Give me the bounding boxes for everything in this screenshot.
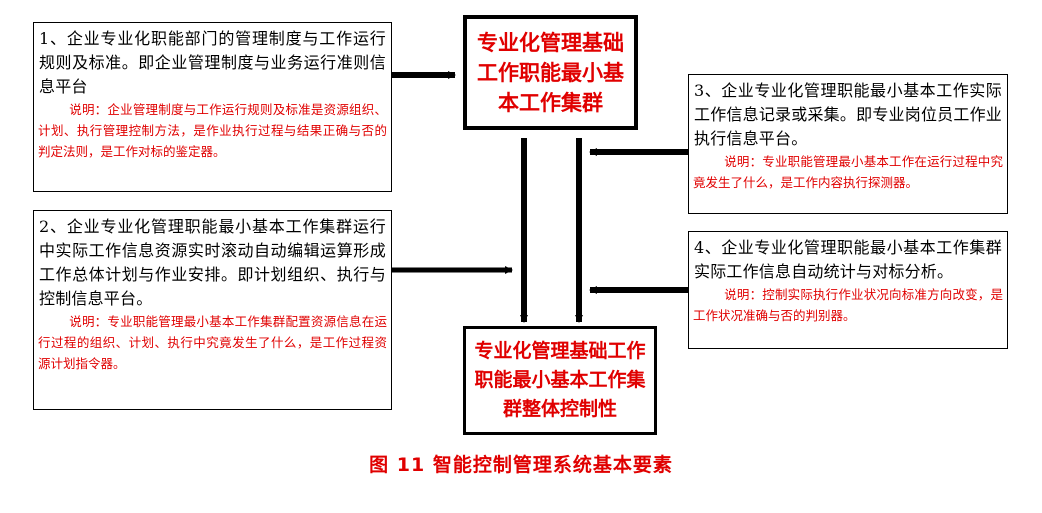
box4-analysis-platform: 4、企业专业化管理职能最小基本工作集群实际工作信息自动统计与对标分析。 说明：控… — [688, 231, 1008, 349]
box3-record-platform: 3、企业专业化管理职能最小基本工作实际工作信息记录或采集。即专业岗位员工作业执行… — [688, 74, 1008, 214]
box2-note: 说明：专业职能管理最小基本工作集群配置资源信息在运行过程的组织、计划、执行中究竟… — [38, 314, 387, 371]
top-box-text: 专业化管理基础工作职能最小基本工作集群 — [477, 30, 624, 115]
box3-note: 说明：专业职能管理最小基本工作在运行过程中究竟发生了什么，是工作内容执行探测器。 — [693, 154, 1003, 190]
box1-rules-platform: 1、企业专业化职能部门的管理制度与工作运行规则及标准。即企业管理制度与业务运行准… — [33, 22, 392, 192]
box1-text: 1、企业专业化职能部门的管理制度与工作运行规则及标准。即企业管理制度与业务运行准… — [39, 29, 386, 96]
bottom-box-control: 专业化管理基础工作职能最小基本工作集群整体控制性 — [463, 326, 657, 435]
box1-note: 说明：企业管理制度与工作运行规则及标准是资源组织、计划、执行管理控制方法，是作业… — [38, 102, 387, 159]
box4-note: 说明：控制实际执行作业状况向标准方向改变，是工作状况准确与否的判别器。 — [693, 287, 1003, 323]
box2-plan-platform: 2、企业专业化管理职能最小基本工作集群运行中实际工作信息资源实时滚动自动编辑运算… — [33, 210, 392, 410]
top-box-cluster: 专业化管理基础工作职能最小基本工作集群 — [463, 15, 638, 130]
box4-text: 4、企业专业化管理职能最小基本工作集群实际工作信息自动统计与对标分析。 — [694, 238, 1002, 281]
box3-text: 3、企业专业化管理职能最小基本工作实际工作信息记录或采集。即专业岗位员工作业执行… — [694, 81, 1002, 148]
bottom-box-text: 专业化管理基础工作职能最小基本工作集群整体控制性 — [474, 340, 646, 420]
figure-caption: 图 11 智能控制管理系统基本要素 — [369, 454, 673, 476]
box2-text: 2、企业专业化管理职能最小基本工作集群运行中实际工作信息资源实时滚动自动编辑运算… — [39, 217, 386, 308]
